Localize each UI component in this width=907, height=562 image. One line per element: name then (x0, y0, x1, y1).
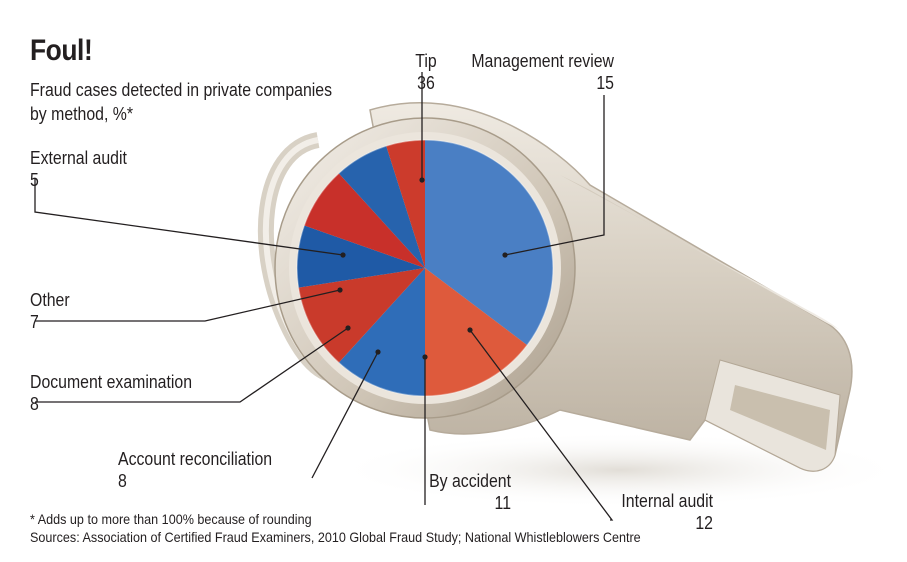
pie-slice-account-reconciliation (297, 225, 425, 288)
source-note: Sources: Association of Certified Fraud … (30, 529, 641, 545)
pie-slice-external-audit (386, 139, 425, 268)
pie-chart (296, 139, 554, 397)
pie-slice-document-examination (304, 173, 425, 268)
pie-slice-other (338, 146, 425, 268)
leader-dot-management-review (502, 252, 508, 258)
leader-line-other (35, 289, 341, 322)
pie-slice-internal-audit (338, 268, 425, 396)
leader-dot-internal-audit (467, 327, 473, 333)
leader-line-document-examination (35, 327, 349, 403)
leader-dot-external-audit (340, 252, 346, 258)
leader-line-management-review (504, 95, 605, 256)
leader-dot-document-examination (345, 325, 351, 331)
chart-subtitle: Fraud cases detected in private companie… (30, 80, 333, 124)
leader-line-account-reconciliation (311, 351, 379, 479)
leader-line-internal-audit (469, 329, 614, 521)
leader-dot-tip (419, 177, 425, 183)
leader-dot-other (337, 287, 343, 293)
leader-lines (34, 72, 614, 521)
leader-dot-account-reconciliation (375, 349, 381, 355)
footnote: * Adds up to more than 100% because of r… (30, 511, 312, 527)
chart-title: Foul! (30, 34, 93, 67)
pie-slice-management-review (425, 268, 528, 396)
leader-dot-by-accident (422, 354, 428, 360)
leader-line-external-audit (34, 178, 344, 256)
pie-slice-tip (425, 140, 553, 346)
